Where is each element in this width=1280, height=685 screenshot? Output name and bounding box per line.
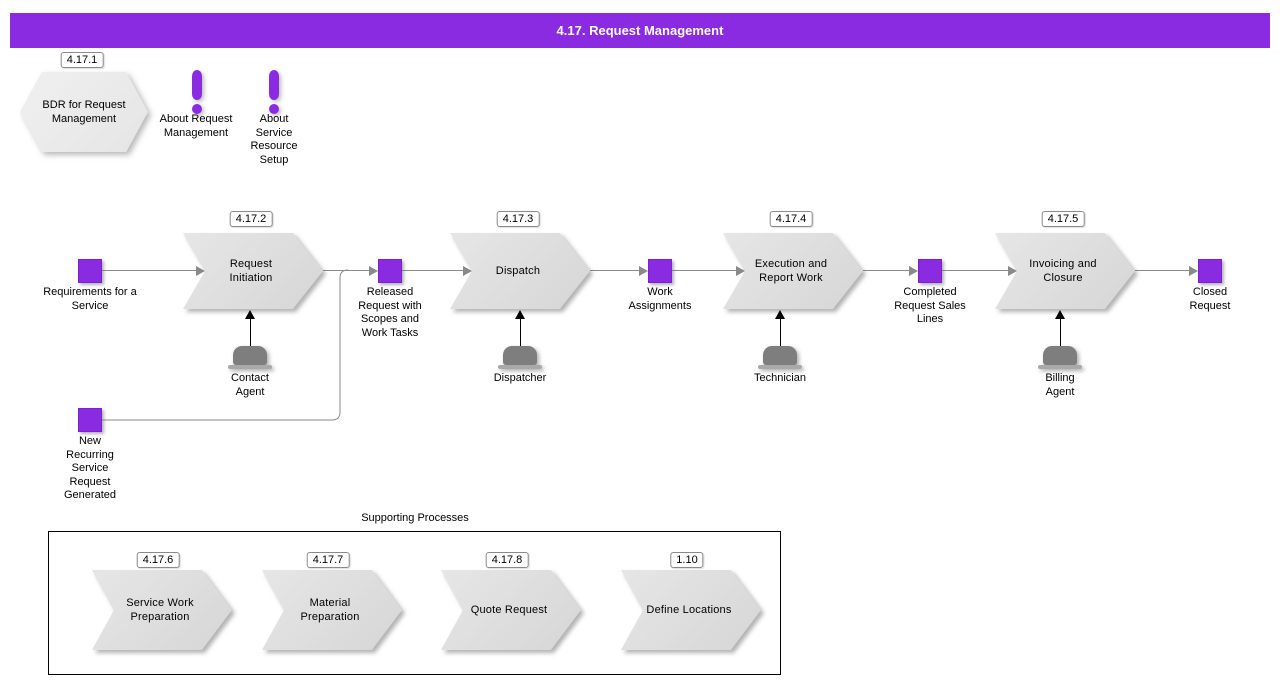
flow-connector bbox=[863, 270, 909, 271]
process-badge[interactable]: 4.17.3 bbox=[496, 211, 540, 227]
actor-label: Contact Agent bbox=[231, 372, 269, 398]
event-square-completed-request[interactable] bbox=[918, 259, 942, 283]
arrowhead-icon bbox=[736, 266, 745, 276]
process-label: Quote Request bbox=[470, 604, 548, 616]
flow-connector bbox=[590, 270, 639, 271]
event-square-released-request[interactable] bbox=[378, 259, 402, 283]
about-note-label: About Service Resource Setup bbox=[250, 113, 298, 166]
arrowhead-icon bbox=[245, 310, 255, 319]
process-chevron-request-initiation[interactable]: Request Initiation bbox=[183, 233, 323, 309]
diagram-title-bar: 4.17. Request Management bbox=[10, 13, 1270, 48]
arrowhead-icon bbox=[909, 266, 918, 276]
supporting-processes-title: Supporting Processes bbox=[361, 512, 469, 524]
actor-label: Technician bbox=[754, 372, 806, 384]
event-label: New Recurring Service Request Generated bbox=[64, 435, 116, 501]
process-chevron-material-preparation[interactable]: Material Preparation bbox=[262, 570, 402, 650]
exclamation-icon bbox=[269, 70, 279, 114]
event-label: Released Request with Scopes and Work Ta… bbox=[358, 286, 422, 339]
arrowhead-icon bbox=[369, 266, 378, 276]
flow-connector bbox=[1135, 270, 1189, 271]
process-chevron-execution[interactable]: Execution and Report Work bbox=[723, 233, 863, 309]
process-label: Define Locations bbox=[646, 604, 732, 616]
actor-arrow bbox=[520, 319, 521, 346]
process-label: Request Initiation bbox=[229, 258, 273, 284]
process-badge[interactable]: 4.17.7 bbox=[306, 552, 350, 568]
process-badge[interactable]: 4.17.5 bbox=[1041, 211, 1085, 227]
event-square-new-recurring[interactable] bbox=[78, 408, 102, 432]
actor-label: Dispatcher bbox=[493, 372, 547, 384]
actor-hat-icon bbox=[1038, 346, 1082, 369]
recurring-connector bbox=[102, 269, 349, 421]
process-badge[interactable]: 4.17.6 bbox=[136, 552, 180, 568]
arrowhead-icon bbox=[515, 310, 525, 319]
event-square-requirements[interactable] bbox=[78, 259, 102, 283]
arrowhead-icon bbox=[1008, 266, 1017, 276]
process-chevron-dispatch[interactable]: Dispatch bbox=[450, 233, 590, 309]
process-label: Service Work Preparation bbox=[126, 597, 194, 623]
event-label: Work Assignments bbox=[628, 286, 692, 312]
actor-arrow bbox=[780, 319, 781, 346]
flow-connector bbox=[402, 270, 463, 271]
actor-arrow bbox=[250, 319, 251, 346]
process-label: Dispatch bbox=[495, 265, 541, 277]
actor-arrow bbox=[1060, 319, 1061, 346]
bdr-hexagon-badge[interactable]: 4.17.1 bbox=[60, 52, 104, 68]
bdr-hexagon[interactable]: BDR for Request Management bbox=[20, 72, 148, 152]
process-label: Material Preparation bbox=[300, 597, 360, 623]
exclamation-icon bbox=[192, 70, 202, 114]
process-label: Execution and Report Work bbox=[754, 258, 828, 284]
process-chevron-service-work-preparation[interactable]: Service Work Preparation bbox=[92, 570, 232, 650]
process-chevron-quote-request[interactable]: Quote Request bbox=[441, 570, 581, 650]
flow-connector bbox=[942, 270, 1008, 271]
hexagon-shape: BDR for Request Management bbox=[20, 72, 148, 152]
event-square-closed-request[interactable] bbox=[1198, 259, 1222, 283]
arrowhead-icon bbox=[1189, 266, 1198, 276]
diagram-title: 4.17. Request Management bbox=[556, 23, 724, 38]
process-badge[interactable]: 1.10 bbox=[670, 552, 704, 568]
process-label: Invoicing and Closure bbox=[1029, 258, 1097, 284]
flow-connector bbox=[102, 270, 196, 271]
process-badge[interactable]: 4.17.4 bbox=[769, 211, 813, 227]
arrowhead-icon bbox=[1055, 310, 1065, 319]
actor-hat-icon bbox=[498, 346, 542, 369]
arrowhead-icon bbox=[639, 266, 648, 276]
actor-label: Billing Agent bbox=[1045, 372, 1075, 398]
process-badge[interactable]: 4.17.2 bbox=[229, 211, 273, 227]
event-label: Requirements for a Service bbox=[43, 286, 137, 312]
arrowhead-icon bbox=[196, 266, 205, 276]
event-square-work-assignments[interactable] bbox=[648, 259, 672, 283]
actor-hat-icon bbox=[758, 346, 802, 369]
process-chevron-define-locations[interactable]: Define Locations bbox=[621, 570, 761, 650]
actor-hat-icon bbox=[228, 346, 272, 369]
arrowhead-icon bbox=[775, 310, 785, 319]
arrowhead-icon bbox=[463, 266, 472, 276]
process-chevron-invoicing[interactable]: Invoicing and Closure bbox=[995, 233, 1135, 309]
flow-connector bbox=[672, 270, 736, 271]
event-label: Closed Request bbox=[1189, 286, 1231, 312]
process-badge[interactable]: 4.17.8 bbox=[485, 552, 529, 568]
about-note-label: About Request Management bbox=[159, 113, 233, 139]
event-label: Completed Request Sales Lines bbox=[894, 286, 966, 325]
bdr-hexagon-label: BDR for Request Management bbox=[42, 99, 126, 125]
